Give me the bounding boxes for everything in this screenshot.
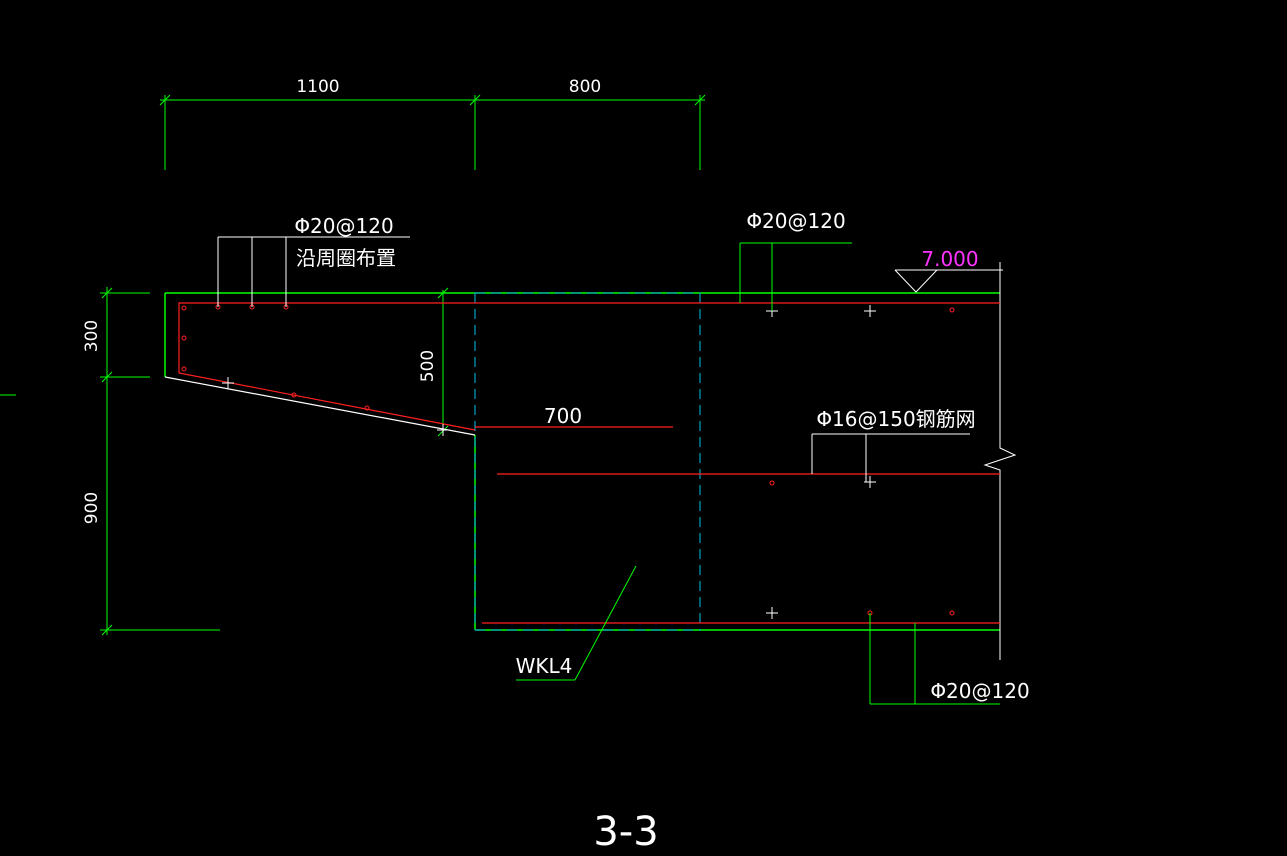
top-left-rebar-note: 沿周圈布置 [296,246,396,270]
top-right-leader [739,242,852,311]
elevation-value: 7.000 [921,247,978,271]
rebar-dots [181,304,955,616]
dim-300: 300 [82,320,102,352]
section-title: 3-3 [593,809,658,855]
top-dimension-lines [159,94,706,170]
top-right-rebar-spec: Φ20@120 [746,209,845,233]
dim-800: 800 [569,77,601,97]
top-left-rebar-spec: Φ20@120 [294,214,393,238]
rebar-crosses [222,305,876,619]
dim-700: 700 [544,404,582,428]
mesh-rebar-spec: Φ16@150钢筋网 [816,407,975,431]
dim-500: 500 [418,350,438,382]
elevation-marker [894,269,1003,293]
rebar-lines [178,302,1000,624]
concrete-outline [164,292,1000,631]
beam-leader [516,565,637,681]
break-line [983,262,1017,660]
top-left-leader [217,236,410,307]
cantilever-soffit [164,376,476,436]
bottom-right-leader [869,613,1000,705]
beam-dashed-outline [474,292,701,631]
dim-900: 900 [82,492,102,524]
bottom-right-rebar-spec: Φ20@120 [930,679,1029,703]
mesh-leader [811,433,970,482]
dim-1100: 1100 [296,77,339,97]
left-dimension-lines [0,287,220,636]
beam-label: WKL4 [516,654,573,678]
cantilever-dimension [437,287,449,437]
